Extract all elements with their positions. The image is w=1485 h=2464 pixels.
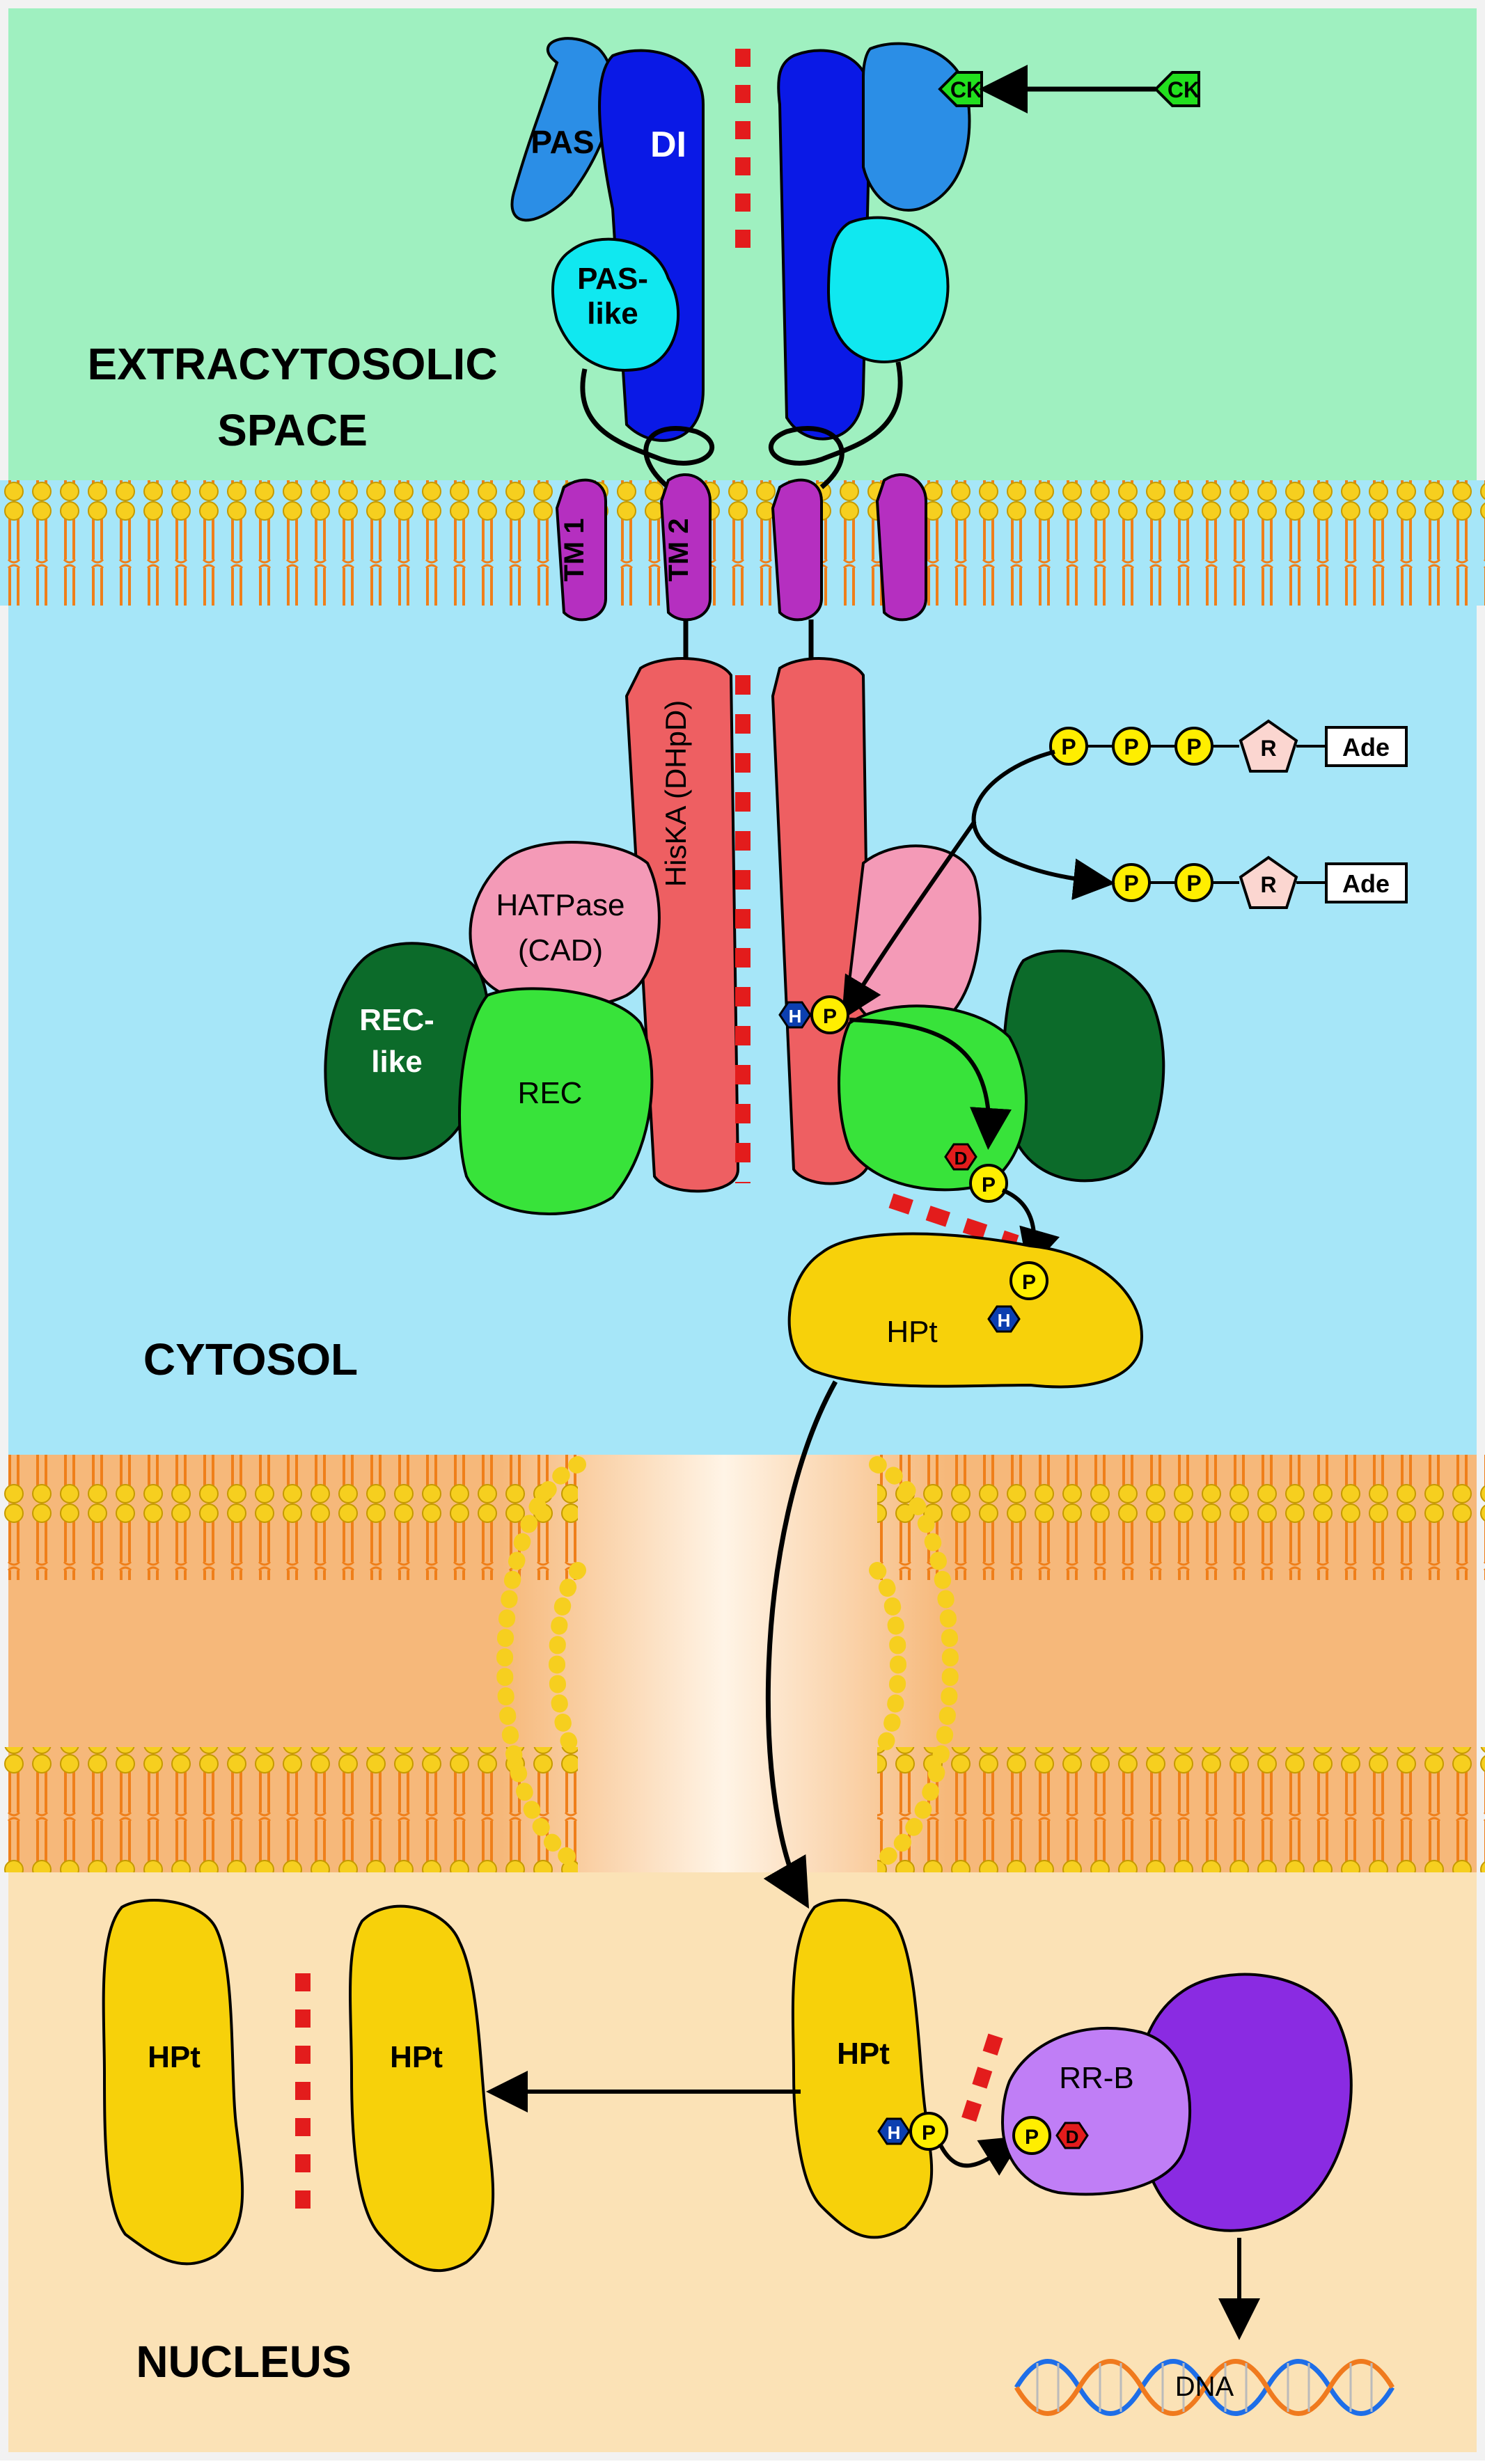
svg-text:P: P (922, 2122, 936, 2145)
svg-text:H: H (789, 1006, 802, 1027)
hiska-phospho-histidine: H P (778, 995, 849, 1034)
svg-text:P: P (1124, 734, 1138, 759)
plasma-membrane (0, 480, 1485, 606)
svg-text:P: P (1186, 734, 1201, 759)
extracytosolic-label: EXTRACYTOSOLIC (87, 339, 497, 389)
svg-text:H: H (998, 1310, 1011, 1331)
hatpase-label-line2: (CAD) (518, 933, 603, 968)
pas-like-label-line2: like (587, 297, 638, 331)
hpt-nuclear-import-arrow (763, 1380, 838, 1909)
di-label: DI (650, 125, 686, 165)
rec-label: REC (518, 1076, 583, 1110)
svg-text:P: P (1022, 1271, 1036, 1294)
svg-text:P: P (982, 1174, 996, 1197)
phosphate-transfer-to-asp-arrow (849, 1018, 1012, 1150)
cytosol-label: CYTOSOL (143, 1334, 358, 1384)
tm2-label: TM 2 (663, 518, 694, 581)
adp-molecule: P P R Ade (1112, 855, 1408, 909)
dna-helix (1014, 2359, 1395, 2416)
svg-text:D: D (954, 1148, 968, 1169)
left-cytosolic-domains (324, 657, 740, 1215)
svg-text:Ade: Ade (1342, 733, 1390, 761)
rr-b-receiver (1000, 2026, 1192, 2196)
left-transmembrane-helices (555, 473, 712, 622)
svg-text:H: H (888, 2122, 901, 2143)
svg-text:P: P (1061, 734, 1076, 759)
free-ck-ligand: CK (1154, 71, 1200, 107)
hatpase-label-line1: HATPase (496, 888, 624, 922)
nuclear-hpt (791, 1899, 934, 2239)
svg-text:P: P (1186, 871, 1201, 896)
svg-text:P: P (823, 1005, 837, 1028)
hpt-rr-interface (960, 2033, 1003, 2126)
hpt-pair-left (102, 1899, 244, 2266)
atp-to-adp-arrow (971, 750, 1115, 901)
right-transmembrane-helices (771, 473, 927, 622)
hpt-pair-left-label: HPt (148, 2040, 201, 2074)
rec-phospho-aspartate: D P (944, 1143, 1008, 1203)
pas-like-label-line1: PAS- (577, 262, 648, 296)
svg-text:R: R (1260, 736, 1276, 761)
cytosolic-hpt-phospho-histidine: P H (987, 1261, 1048, 1333)
dna-label: DNA (1175, 2371, 1234, 2402)
svg-text:R: R (1260, 872, 1276, 897)
phosphate-transfer-to-his-arrow (841, 820, 977, 1020)
left-receptor-sensor (510, 37, 705, 442)
svg-text:P: P (1124, 871, 1138, 896)
pas-label: PAS (531, 124, 594, 160)
hpt-pair-right-label: HPt (390, 2040, 443, 2074)
atp-molecule: P P P R Ade (1049, 719, 1408, 773)
nuclear-hpt-phospho-histidine: H P (877, 2112, 948, 2151)
svg-text:P: P (1025, 2126, 1039, 2149)
free-ck-label: CK (1168, 77, 1200, 102)
svg-text:Ade: Ade (1342, 869, 1390, 898)
space-label: SPACE (217, 405, 368, 455)
nuclear-envelope-membranes (0, 1455, 1485, 1872)
rr-b-label: RR-B (1059, 2061, 1134, 2095)
bound-ck-label: CK (950, 77, 982, 102)
hiska-label: HisKA (DHpD) (659, 700, 692, 887)
tm1-label: TM 1 (559, 518, 590, 581)
rr-b-phospho-aspartate: P D (1012, 2116, 1089, 2155)
rec-like-label-line2: like (371, 1045, 422, 1079)
cytosolic-hpt-label: HPt (886, 1315, 937, 1349)
nuclear-hpt-label: HPt (837, 2037, 890, 2071)
hpt-pair-right (349, 1904, 495, 2273)
bound-ck-ligand: CK (938, 71, 983, 107)
left-linker-loop (580, 368, 714, 489)
svg-text:D: D (1066, 2126, 1079, 2147)
right-receptor-sensor (777, 42, 971, 441)
cytosol-space (0, 494, 1485, 1455)
right-linker-loop (769, 361, 903, 489)
cytosolic-hpt (787, 1232, 1144, 1389)
rec-like-label-line1: REC- (359, 1003, 434, 1037)
nucleus-label: NUCLEUS (136, 2337, 351, 2387)
